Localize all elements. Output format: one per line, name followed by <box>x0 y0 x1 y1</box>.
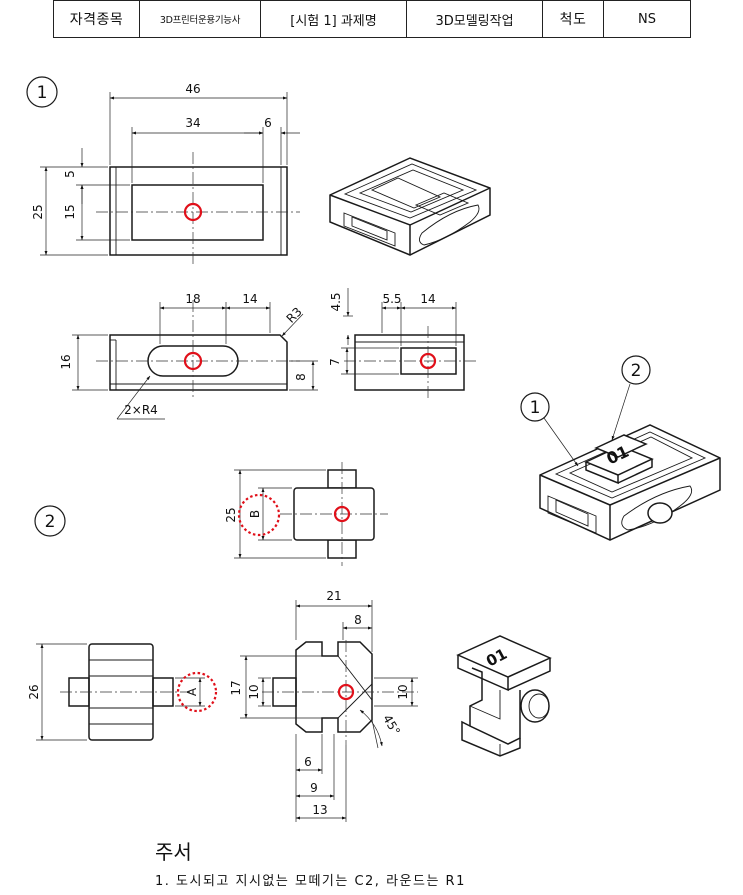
svg-text:B: B <box>248 510 262 518</box>
svg-text:R3: R3 <box>284 305 305 326</box>
note-line: 1. 도시되고 지시없는 모떼기는 C2, 라운드는 R1 <box>155 874 466 889</box>
notes-title: 주서 <box>155 840 192 864</box>
part-balloon-1: 1 <box>26 76 58 108</box>
svg-text:14: 14 <box>242 292 257 306</box>
svg-text:25: 25 <box>31 204 45 219</box>
title-block: 자격종목 3D프린터운용기능사 [시험 1] 과제명 3D모델링작업 척도 NS <box>53 0 691 38</box>
svg-text:2: 2 <box>45 512 56 532</box>
title-cell-scale-label: 척도 <box>542 0 604 38</box>
svg-text:6: 6 <box>264 116 272 130</box>
highlight-circle <box>183 202 203 222</box>
svg-text:7: 7 <box>328 358 342 366</box>
svg-text:2×R4: 2×R4 <box>124 403 158 417</box>
part2-front-view: 21 8 17 10 10 45° 6 9 13 <box>229 589 418 822</box>
title-cell-task-value: 3D모델링작업 <box>406 0 543 38</box>
svg-text:15: 15 <box>63 204 77 219</box>
svg-text:5: 5 <box>63 170 77 178</box>
svg-text:10: 10 <box>247 684 261 699</box>
assembly-callout-1: 1 <box>520 392 579 467</box>
title-cell-scale-value: NS <box>603 0 691 38</box>
svg-text:34: 34 <box>185 116 200 130</box>
svg-text:16: 16 <box>59 354 73 369</box>
part1-front-view: 18 14 R3 16 8 2×R4 <box>59 292 318 420</box>
title-cell-category-label: 자격종목 <box>53 0 140 38</box>
part1-isometric <box>329 157 491 256</box>
part1-side-view: 4.5 5.5 14 7 <box>328 288 478 400</box>
svg-text:25: 25 <box>224 507 238 522</box>
svg-text:8: 8 <box>294 373 308 381</box>
svg-text:4.5: 4.5 <box>329 292 343 311</box>
svg-text:5.5: 5.5 <box>382 292 401 306</box>
svg-text:1: 1 <box>530 398 541 418</box>
part1-top-view: 46 34 6 25 5 15 <box>31 82 300 266</box>
svg-text:1: 1 <box>37 83 48 103</box>
svg-text:45°: 45° <box>380 712 403 737</box>
svg-text:9: 9 <box>310 781 318 795</box>
assembly-callout-2: 2 <box>611 355 651 441</box>
svg-text:13: 13 <box>312 803 327 817</box>
part2-isometric: 01 <box>456 635 552 757</box>
svg-text:A: A <box>185 687 199 696</box>
notes: 주서 1. 도시되고 지시없는 모떼기는 C2, 라운드는 R1 <box>155 836 464 889</box>
title-cell-category-value: 3D프린터운용기능사 <box>139 0 261 38</box>
part2-top-view: 25 B <box>224 462 388 566</box>
svg-text:2: 2 <box>631 361 642 381</box>
svg-text:10: 10 <box>396 684 410 699</box>
svg-text:17: 17 <box>229 680 243 695</box>
svg-text:26: 26 <box>27 684 41 699</box>
assembly-isometric: 01 1 2 <box>520 355 721 541</box>
svg-text:46: 46 <box>185 82 200 96</box>
svg-text:6: 6 <box>304 755 312 769</box>
svg-text:8: 8 <box>354 613 362 627</box>
svg-text:18: 18 <box>185 292 200 306</box>
svg-text:14: 14 <box>420 292 435 306</box>
part2-end-view: 26 A <box>27 643 218 741</box>
part-balloon-2: 2 <box>34 505 66 537</box>
svg-text:21: 21 <box>326 589 341 603</box>
